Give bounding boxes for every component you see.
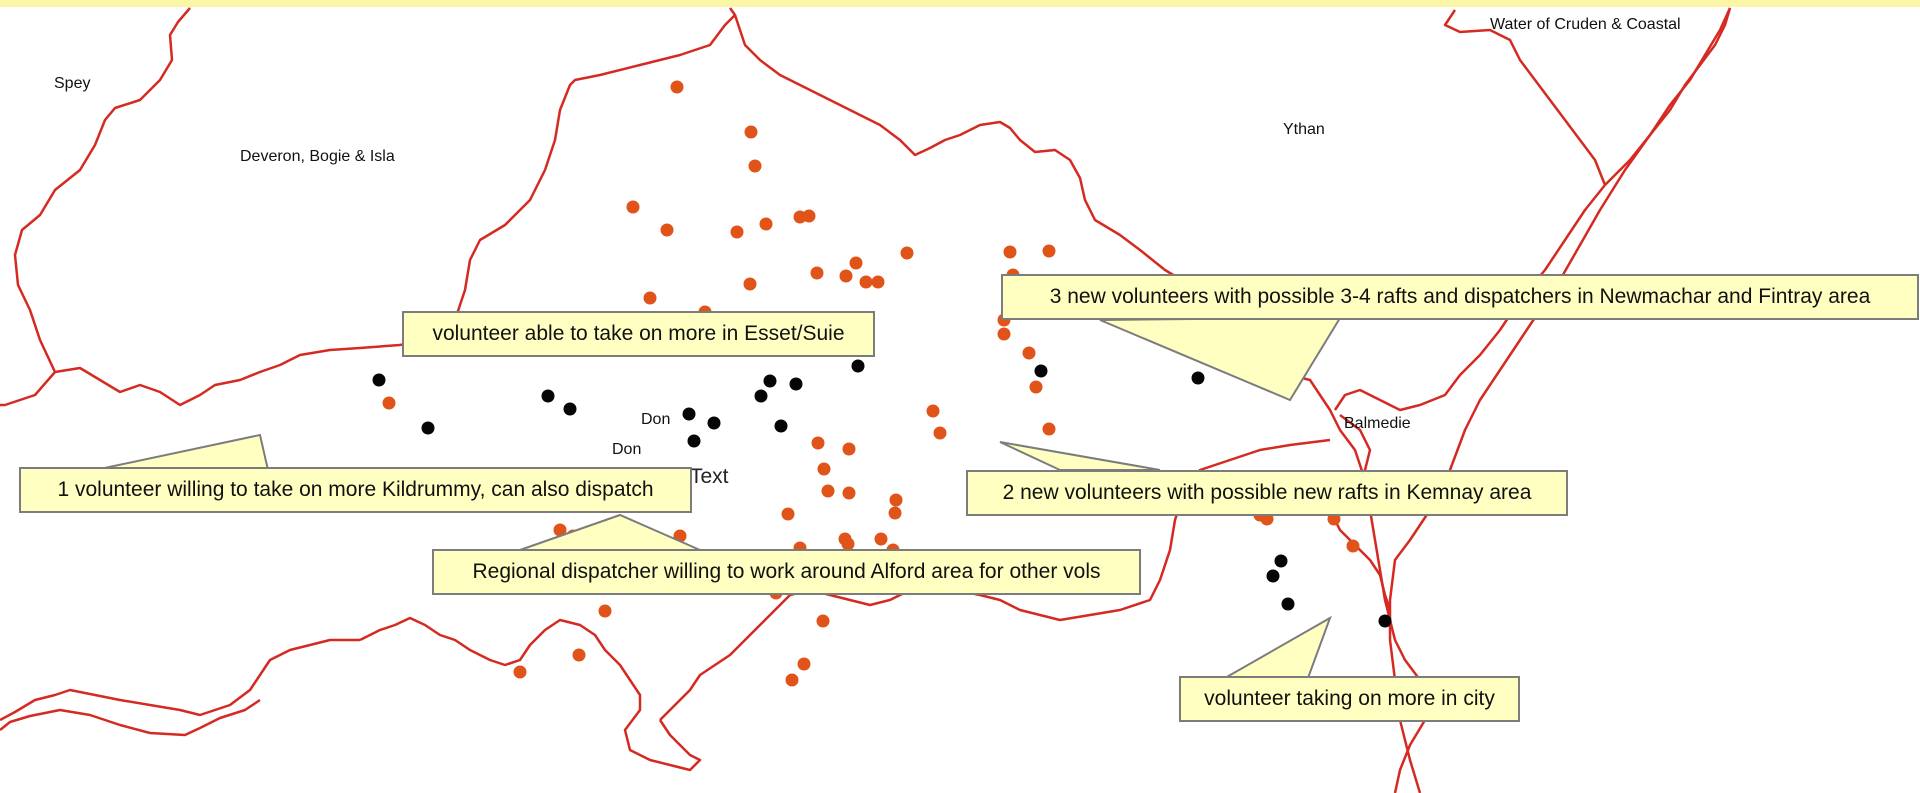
- callout-pointers: [94, 317, 1342, 679]
- region-label-don-2: Don: [612, 441, 642, 458]
- don-boundary-north: [399, 7, 737, 347]
- region-label-water-of-cruden: Water of Cruden & Coastal: [1490, 16, 1681, 33]
- volunteer-dot-30: [811, 436, 825, 450]
- highlight-dot-15: [1274, 554, 1288, 568]
- volunteer-dot-33: [821, 484, 835, 498]
- callout-esset-suie[interactable]: volunteer able to take on more in Esset/…: [402, 311, 875, 357]
- volunteer-dot-14: [871, 275, 885, 289]
- volunteer-dot-25: [1029, 380, 1043, 394]
- highlight-dot-3: [541, 389, 555, 403]
- volunteer-dot-51: [797, 657, 811, 671]
- volunteer-points: [382, 80, 1360, 687]
- highlight-dot-12: [851, 359, 865, 373]
- volunteer-dot-26: [382, 396, 396, 410]
- volunteer-dot-10: [810, 266, 824, 280]
- callout-city[interactable]: volunteer taking on more in city: [1179, 676, 1520, 722]
- volunteer-dot-55: [1346, 539, 1360, 553]
- newmachar-callout-pointer: [1099, 317, 1342, 402]
- volunteer-dot-5: [660, 223, 674, 237]
- region-label-spey: Spey: [54, 75, 91, 92]
- volunteer-dot-35: [889, 493, 903, 507]
- callout-kildrummy[interactable]: 1 volunteer willing to take on more Kild…: [19, 467, 692, 513]
- callout-newmachar-fintray[interactable]: 3 new volunteers with possible 3-4 rafts…: [1001, 274, 1919, 320]
- volunteer-dot-16: [743, 277, 757, 291]
- dee-boundary: [0, 638, 360, 722]
- volunteer-dot-9: [802, 209, 816, 223]
- coast-boundary-2: [1388, 7, 1732, 793]
- highlight-dot-16: [1266, 569, 1280, 583]
- region-label-don-1: Don: [641, 411, 671, 428]
- volunteer-dot-4: [626, 200, 640, 214]
- highlight-dot-9: [754, 389, 768, 403]
- volunteer-dot-2: [744, 125, 758, 139]
- volunteer-dot-20: [1042, 244, 1056, 258]
- highlight-dot-7: [687, 434, 701, 448]
- coast-boundary: [1333, 184, 1606, 412]
- volunteer-dot-7: [759, 217, 773, 231]
- kemnay-callout-pointer: [999, 441, 1161, 471]
- volunteer-dot-28: [933, 426, 947, 440]
- volunteer-dot-27: [926, 404, 940, 418]
- volunteer-dot-39: [841, 537, 855, 551]
- alford-callout-pointer: [519, 513, 701, 551]
- volunteer-dot-36: [888, 506, 902, 520]
- highlight-dot-5: [682, 407, 696, 421]
- city-callout-pointer: [1221, 615, 1332, 679]
- volunteer-dot-52: [785, 673, 799, 687]
- highlight-dot-8: [763, 374, 777, 388]
- don-boundary-northeast: [733, 14, 1211, 301]
- volunteer-dot-32: [817, 462, 831, 476]
- highlight-dot-2: [421, 421, 435, 435]
- volunteer-dot-13: [859, 275, 873, 289]
- volunteer-dot-17: [643, 291, 657, 305]
- volunteer-dot-44: [553, 523, 567, 537]
- highlight-dot-17: [1281, 597, 1295, 611]
- highlight-dot-11: [774, 419, 788, 433]
- highlighted-points: [372, 359, 1392, 628]
- top-band: [0, 0, 1920, 7]
- volunteer-dot-23: [997, 327, 1011, 341]
- deveron-boundary: [0, 7, 191, 407]
- volunteer-dot-31: [842, 442, 856, 456]
- highlight-dot-13: [1034, 364, 1048, 378]
- cruden-boundary: [1604, 7, 1732, 186]
- volunteer-dot-1: [670, 80, 684, 94]
- callout-alford[interactable]: Regional dispatcher willing to work arou…: [432, 549, 1141, 595]
- highlight-dot-14: [1191, 371, 1205, 385]
- volunteer-dot-19: [1003, 245, 1017, 259]
- volunteer-dot-6: [730, 225, 744, 239]
- highlight-dot-4: [563, 402, 577, 416]
- stray-text-label: Text: [690, 465, 729, 488]
- volunteer-dot-40: [874, 532, 888, 546]
- highlight-dot-10: [789, 377, 803, 391]
- kildrummy-callout-pointer: [94, 433, 270, 471]
- volunteer-dot-12: [839, 269, 853, 283]
- region-label-ythan: Ythan: [1283, 121, 1325, 138]
- volunteer-dot-47: [598, 604, 612, 618]
- region-label-deveron: Deveron, Bogie & Isla: [240, 148, 395, 165]
- callout-kemnay[interactable]: 2 new volunteers with possible new rafts…: [966, 470, 1568, 516]
- deveron-south-boundary: [54, 343, 401, 407]
- volunteer-dot-3: [748, 159, 762, 173]
- don-boundary-southwest: [359, 616, 702, 772]
- highlight-dot-18: [1378, 614, 1392, 628]
- volunteer-dot-37: [781, 507, 795, 521]
- volunteer-dot-11: [849, 256, 863, 270]
- volunteer-dot-24: [1022, 346, 1036, 360]
- highlight-dot-6: [707, 416, 721, 430]
- volunteer-dot-48: [816, 614, 830, 628]
- dee-boundary-2: [0, 698, 261, 737]
- volunteer-dot-50: [513, 665, 527, 679]
- volunteer-dot-29: [1042, 422, 1056, 436]
- volunteer-dot-34: [842, 486, 856, 500]
- highlight-dot-1: [372, 373, 386, 387]
- ythan-boundary: [1443, 9, 1607, 186]
- volunteer-dot-15: [900, 246, 914, 260]
- region-label-balmedie: Balmedie: [1344, 415, 1411, 432]
- volunteer-dot-49: [572, 648, 586, 662]
